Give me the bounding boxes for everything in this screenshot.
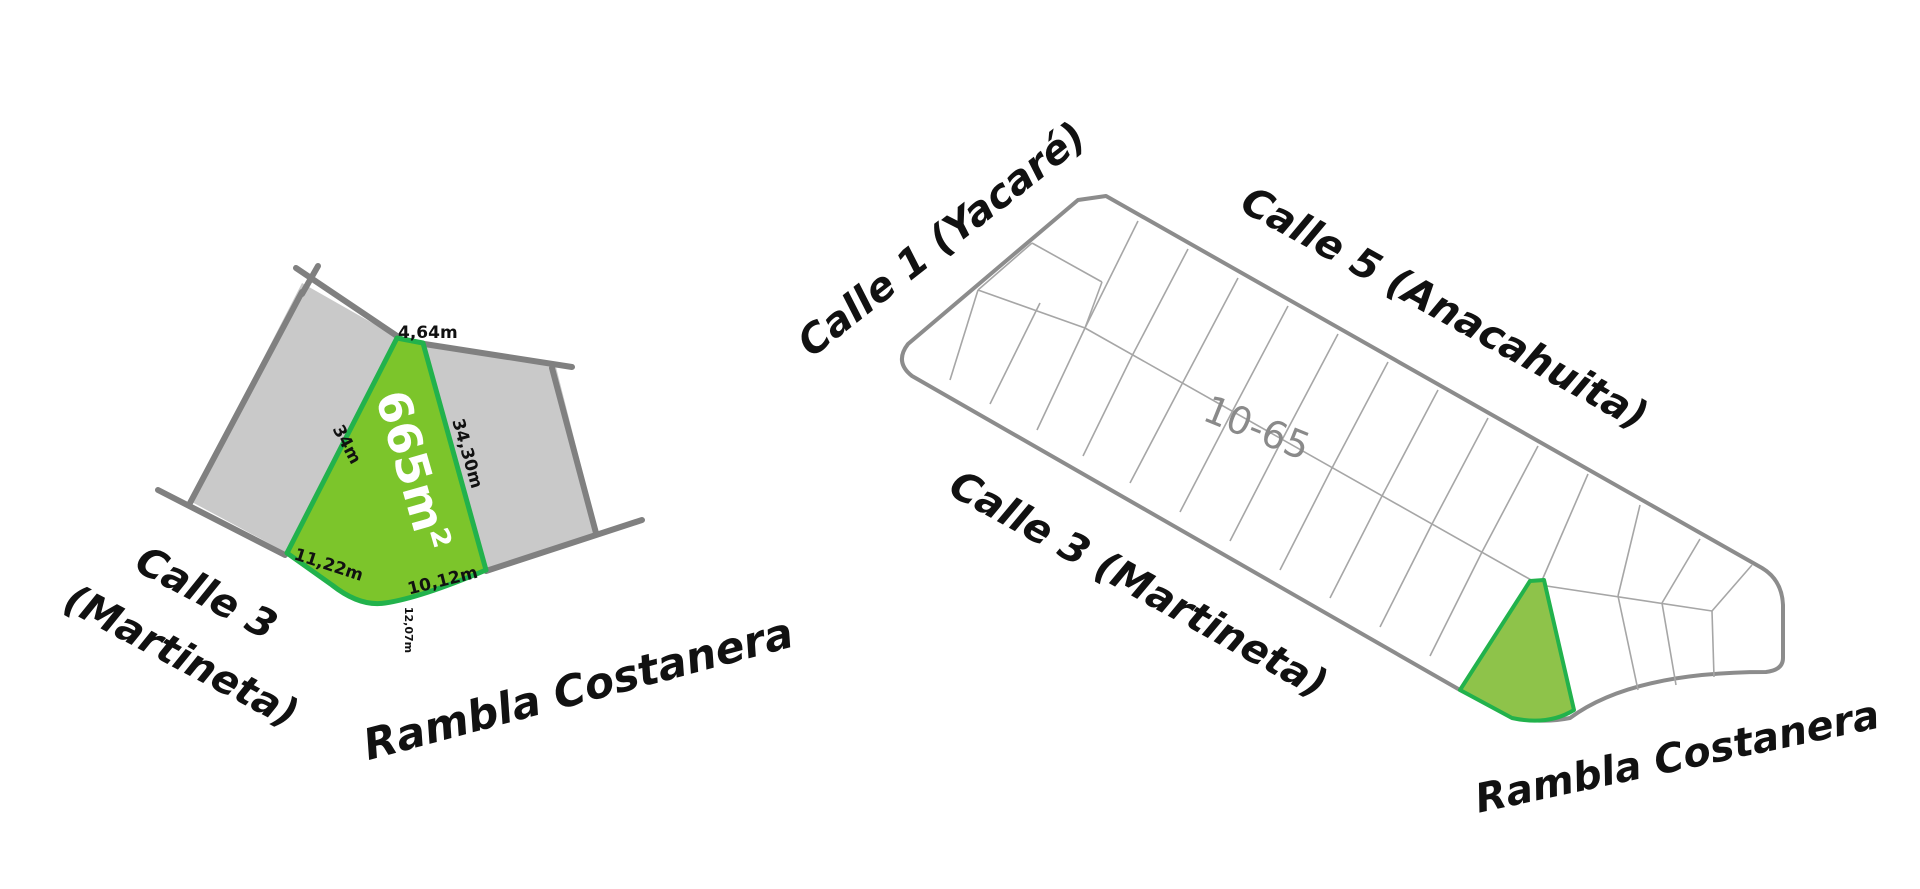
- neighbor-lot-right: [423, 343, 598, 572]
- measure-curve: 12,07m: [402, 607, 415, 653]
- block-lot-lines: [949, 220, 1753, 691]
- block-outline: [900, 194, 1785, 723]
- measure-top: 4,64m: [398, 323, 458, 343]
- neighbor-lot-left: [190, 283, 397, 553]
- overview-lot-highlight: [1458, 578, 1576, 723]
- street-rambla-left: Rambla Costanera: [358, 608, 799, 771]
- lot-parcel: [284, 335, 489, 607]
- detail-boundary-lines: [155, 263, 645, 574]
- overview-map: 10-65 Calle 1 (Yacaré) Calle 5 (Anacahui…: [789, 113, 1883, 822]
- detail-map: 665m² 4,64m 34m 34,30m 11,22m 10,12m 12,…: [57, 263, 799, 771]
